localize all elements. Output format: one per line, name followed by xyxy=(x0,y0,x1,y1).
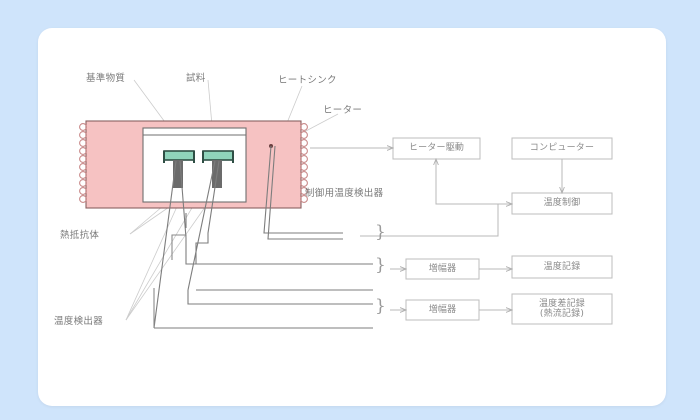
amplifier-2-box-rect xyxy=(405,299,480,321)
computer-box-rect xyxy=(511,137,613,160)
heater-coil-left xyxy=(79,123,87,203)
diagram-svg xyxy=(79,79,613,329)
dsc-apparatus-diagram: 基準物質 試料 ヒートシンク ヒーター 制御用温度検出器 熱抵抗体 温度検出器 … xyxy=(38,28,666,406)
signal-wires xyxy=(154,263,373,329)
label-thermal-resistor: 熱抵抗体 xyxy=(60,230,100,241)
label-heater: ヒーター xyxy=(323,105,363,116)
label-reference-material: 基準物質 xyxy=(86,73,126,84)
brace-control-sensor: } xyxy=(375,222,386,242)
brace-amplifier-2: } xyxy=(375,296,386,316)
sensor-wires xyxy=(153,160,220,329)
amplifier-1-box-rect xyxy=(405,258,480,280)
temperature-record-box-rect xyxy=(511,255,613,279)
control-sensor-wire xyxy=(263,144,343,240)
heater-coil-right xyxy=(300,123,308,203)
label-heat-sink: ヒートシンク xyxy=(278,75,337,86)
temperature-control-box-rect xyxy=(511,192,613,215)
reference-pan-assembly xyxy=(163,150,195,188)
box-connectors xyxy=(310,148,562,310)
label-sample: 試料 xyxy=(186,73,206,84)
brace-amplifier-1: } xyxy=(375,255,386,275)
furnace-block xyxy=(85,120,302,209)
thermal-resistor-body xyxy=(153,234,187,328)
label-control-temperature-detector: 制御用温度検出器 xyxy=(305,188,384,199)
label-temperature-detector: 温度検出器 xyxy=(54,316,104,327)
heater-drive-box-rect xyxy=(392,137,481,160)
diagram-card: 基準物質 試料 ヒートシンク ヒーター 制御用温度検出器 熱抵抗体 温度検出器 … xyxy=(38,28,666,406)
differential-record-box-rect xyxy=(511,293,613,325)
block-boxes xyxy=(392,137,613,325)
